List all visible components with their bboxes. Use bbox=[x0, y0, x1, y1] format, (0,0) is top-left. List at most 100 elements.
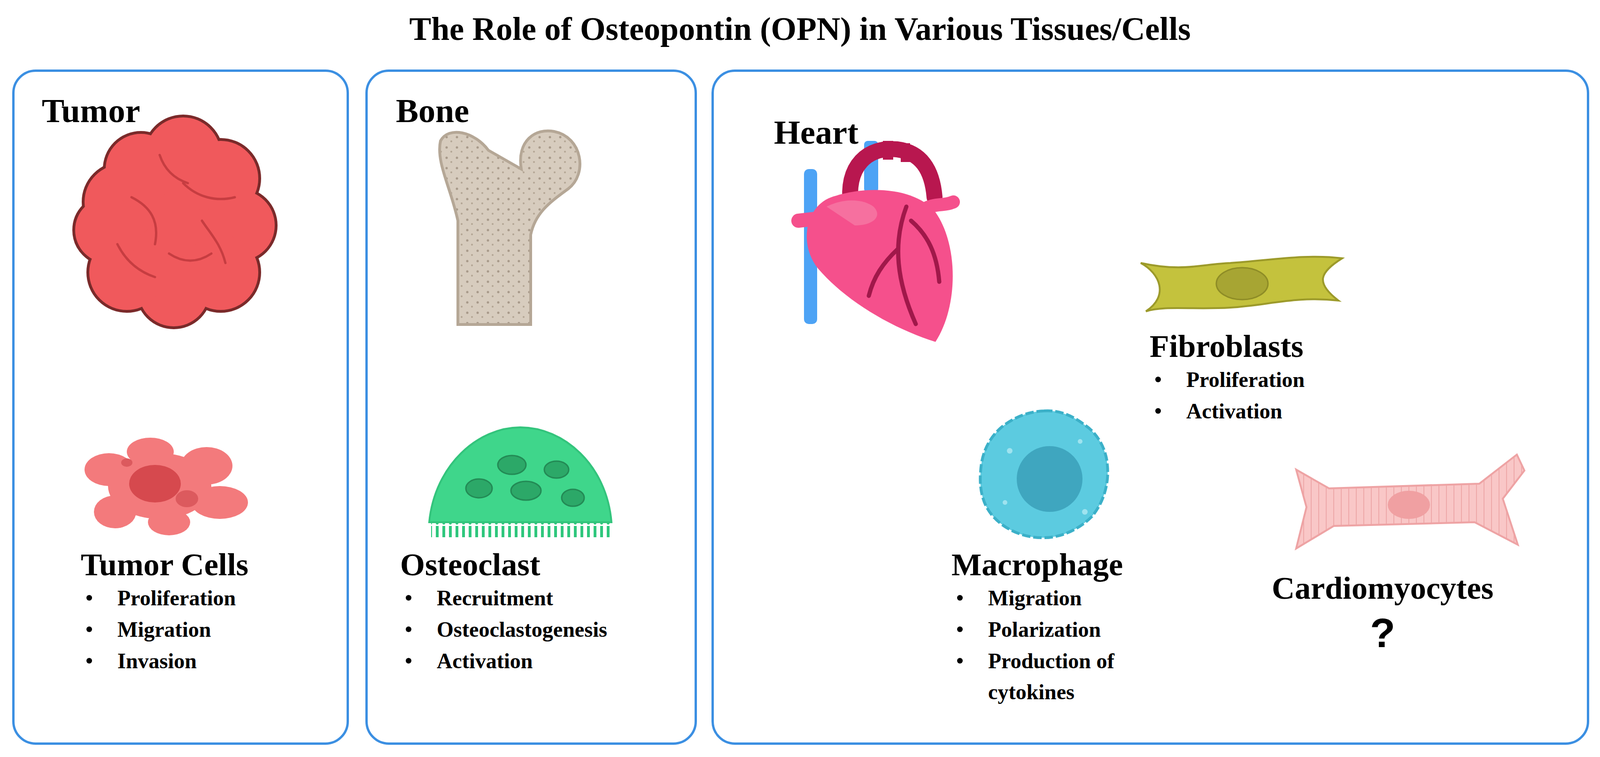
tumor-mass-part-part bbox=[159, 154, 188, 184]
osteoclast-cell-part-part bbox=[465, 479, 493, 498]
bullet-dot bbox=[405, 595, 412, 601]
cardiomyocyte-cell bbox=[1286, 446, 1531, 555]
bullet-item: Proliferation bbox=[1186, 364, 1305, 396]
bullet-dot bbox=[957, 626, 963, 633]
bullet-dot bbox=[86, 595, 93, 601]
bullet-dot bbox=[1155, 408, 1161, 414]
fibroblast-cell-part bbox=[1140, 256, 1343, 312]
cell-label: MacrophageMigrationPolarizationProductio… bbox=[951, 546, 1167, 709]
panel-heading: Bone bbox=[395, 91, 470, 131]
tumor-mass-part-part bbox=[169, 253, 212, 261]
tissue-panel: HeartFibroblastsProliferationActivationM… bbox=[711, 69, 1590, 745]
bullet-row: Activation bbox=[1155, 395, 1305, 428]
bullet-row: Activation bbox=[405, 645, 608, 678]
macrophage-cell-part-part bbox=[1082, 509, 1088, 515]
fibroblast-cell-part bbox=[1216, 267, 1268, 300]
tumor-mass-part-part bbox=[131, 197, 157, 245]
heart-organ-part bbox=[882, 140, 894, 160]
tumor-cell-part bbox=[121, 458, 133, 467]
bullet-dot bbox=[405, 657, 412, 664]
cell-name: Cardiomyocytes bbox=[1271, 569, 1494, 607]
heart-organ-part-part bbox=[868, 248, 898, 296]
heart-organ bbox=[798, 140, 954, 342]
osteoclast-cell-part bbox=[429, 427, 612, 523]
tumor-cell-part-part bbox=[93, 495, 137, 529]
bullet-item: Activation bbox=[436, 645, 533, 678]
panel-heading: Heart bbox=[773, 113, 859, 153]
osteoclast-cell-part-part bbox=[561, 489, 585, 507]
bullet-row: Production of cytokines bbox=[957, 645, 1167, 709]
tumor-mass-part bbox=[117, 154, 235, 278]
bullet-item: Migration bbox=[988, 582, 1082, 615]
cardiomyocyte-cell-part bbox=[1286, 446, 1531, 555]
macrophage-cell-part-part bbox=[1006, 448, 1013, 454]
osteoclast-cell-part-part bbox=[510, 481, 542, 501]
tumor-mass-part-part bbox=[75, 197, 141, 263]
bullet-item: Invasion bbox=[117, 645, 197, 678]
panel-heading: Tumor bbox=[41, 91, 140, 131]
bullet-dot bbox=[1155, 376, 1161, 383]
heart-organ-part bbox=[826, 200, 878, 226]
bullet-dot bbox=[405, 626, 412, 633]
macrophage-cell bbox=[980, 410, 1108, 538]
tumor-cell-part-part bbox=[126, 437, 174, 466]
cardiomyocyte-cell-part bbox=[1296, 454, 1525, 549]
tumor-mass-part bbox=[75, 117, 275, 327]
bullet-row: Proliferation bbox=[1155, 364, 1305, 396]
cell-label: FibroblastsProliferationActivation bbox=[1149, 327, 1305, 428]
unknown-mark: ? bbox=[1271, 606, 1494, 660]
tumor-cell-part-part bbox=[84, 453, 134, 487]
tumor-mass-part-part bbox=[117, 244, 155, 278]
tumor-cell-part bbox=[84, 437, 248, 536]
osteoclast-cell bbox=[429, 427, 612, 538]
tumor-mass-part-part bbox=[201, 220, 226, 263]
macrophage-cell-part bbox=[1016, 446, 1083, 512]
tumor-cell-part-part bbox=[180, 447, 233, 485]
cell-label: OsteoclastRecruitmentOsteoclastogenesisA… bbox=[400, 546, 608, 677]
cell-name: Fibroblasts bbox=[1149, 327, 1305, 365]
tissue-panel: BoneOsteoclastRecruitmentOsteoclastogene… bbox=[365, 69, 697, 745]
cell-name: Macrophage bbox=[951, 546, 1167, 583]
heart-organ-part bbox=[806, 190, 953, 342]
tumor-cell-part-part bbox=[191, 486, 248, 519]
tumor-cell bbox=[84, 437, 248, 536]
macrophage-cell-part-part bbox=[1077, 439, 1083, 444]
bullet-row: Migration bbox=[86, 614, 249, 646]
bullet-row: Recruitment bbox=[405, 582, 608, 615]
femur-bone bbox=[439, 131, 580, 325]
tumor-cell-part bbox=[175, 490, 199, 508]
heart-organ-part bbox=[900, 143, 911, 163]
bullet-row: Polarization bbox=[957, 614, 1167, 646]
macrophage-cell-part-part bbox=[1002, 500, 1008, 505]
cell-name: Tumor Cells bbox=[80, 546, 249, 583]
osteoclast-cell-part-part bbox=[544, 461, 569, 479]
heart-organ-part-part bbox=[911, 220, 940, 282]
fibroblast-cell bbox=[1140, 256, 1343, 312]
osteoclast-cell-part bbox=[465, 455, 585, 507]
bullet-item: Production of cytokines bbox=[988, 645, 1167, 709]
tumor-cell-part bbox=[129, 464, 181, 503]
heart-organ-part bbox=[868, 206, 940, 325]
bullet-dot bbox=[957, 657, 963, 664]
tumor-cell-part-part bbox=[147, 509, 191, 536]
bullet-item: Polarization bbox=[988, 614, 1101, 646]
bullet-row: Proliferation bbox=[86, 582, 249, 615]
bullet-item: Recruitment bbox=[436, 582, 554, 615]
bullet-dot bbox=[957, 595, 963, 601]
tissue-panel: TumorTumor CellsProliferationMigrationIn… bbox=[12, 69, 349, 745]
osteoclast-cell-part-part bbox=[497, 455, 526, 475]
cell-label: Tumor CellsProliferationMigrationInvasio… bbox=[80, 546, 249, 677]
tumor-mass-part-part bbox=[75, 197, 141, 263]
cell-name: Osteoclast bbox=[400, 546, 608, 583]
bullet-item: Activation bbox=[1186, 395, 1283, 428]
macrophage-cell-part bbox=[980, 410, 1108, 538]
tumor-mass bbox=[75, 117, 275, 327]
bullet-item: Migration bbox=[117, 614, 211, 646]
bullet-row: Osteoclastogenesis bbox=[405, 614, 608, 646]
diagram-title: The Role of Osteopontin (OPN) in Various… bbox=[0, 10, 1600, 48]
bullet-item: Osteoclastogenesis bbox=[436, 614, 608, 646]
bullet-row: Migration bbox=[957, 582, 1167, 615]
bullet-dot bbox=[86, 626, 93, 633]
